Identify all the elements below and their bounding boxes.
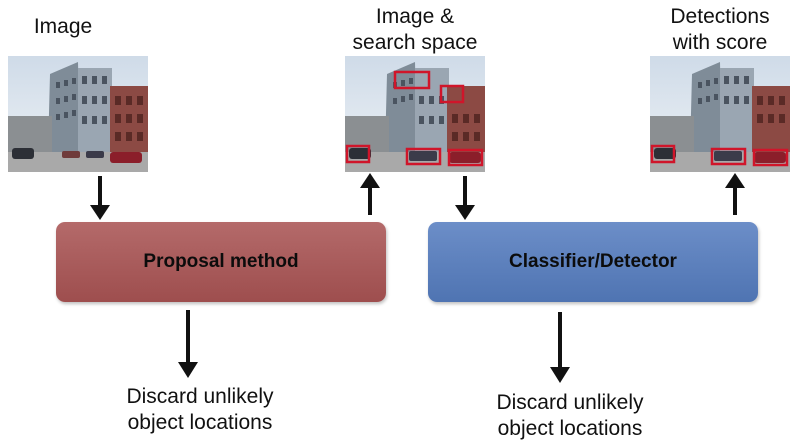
- arrow-classifier-to-discard: [550, 312, 570, 383]
- arrow-proposal-to-discard: [178, 310, 198, 378]
- detections-image: [650, 56, 790, 172]
- arrow-search-space-to-classifier: [455, 176, 475, 220]
- classifier-detector-box: Classifier/Detector: [428, 222, 758, 302]
- street-photo-icon: [650, 56, 790, 172]
- discard-left-label: Discard unlikely object locations: [126, 385, 274, 434]
- arrow-proposal-to-search-space: [360, 173, 380, 215]
- search-space-image: [345, 56, 485, 172]
- street-photo-icon: [345, 56, 485, 172]
- input-image: [8, 56, 148, 172]
- detections-label: Detections with score: [670, 5, 770, 54]
- image-label: Image: [33, 15, 93, 38]
- proposal-method-label: Proposal method: [143, 251, 299, 272]
- arrow-image-to-proposal: [90, 176, 110, 220]
- discard-right-label: Discard unlikely object locations: [496, 391, 644, 440]
- classifier-detector-label: Classifier/Detector: [509, 251, 677, 272]
- proposal-method-box: Proposal method: [56, 222, 386, 302]
- street-photo-icon: [8, 56, 148, 172]
- arrow-classifier-to-detections: [725, 173, 745, 215]
- search-space-label: Image & search space: [352, 5, 478, 54]
